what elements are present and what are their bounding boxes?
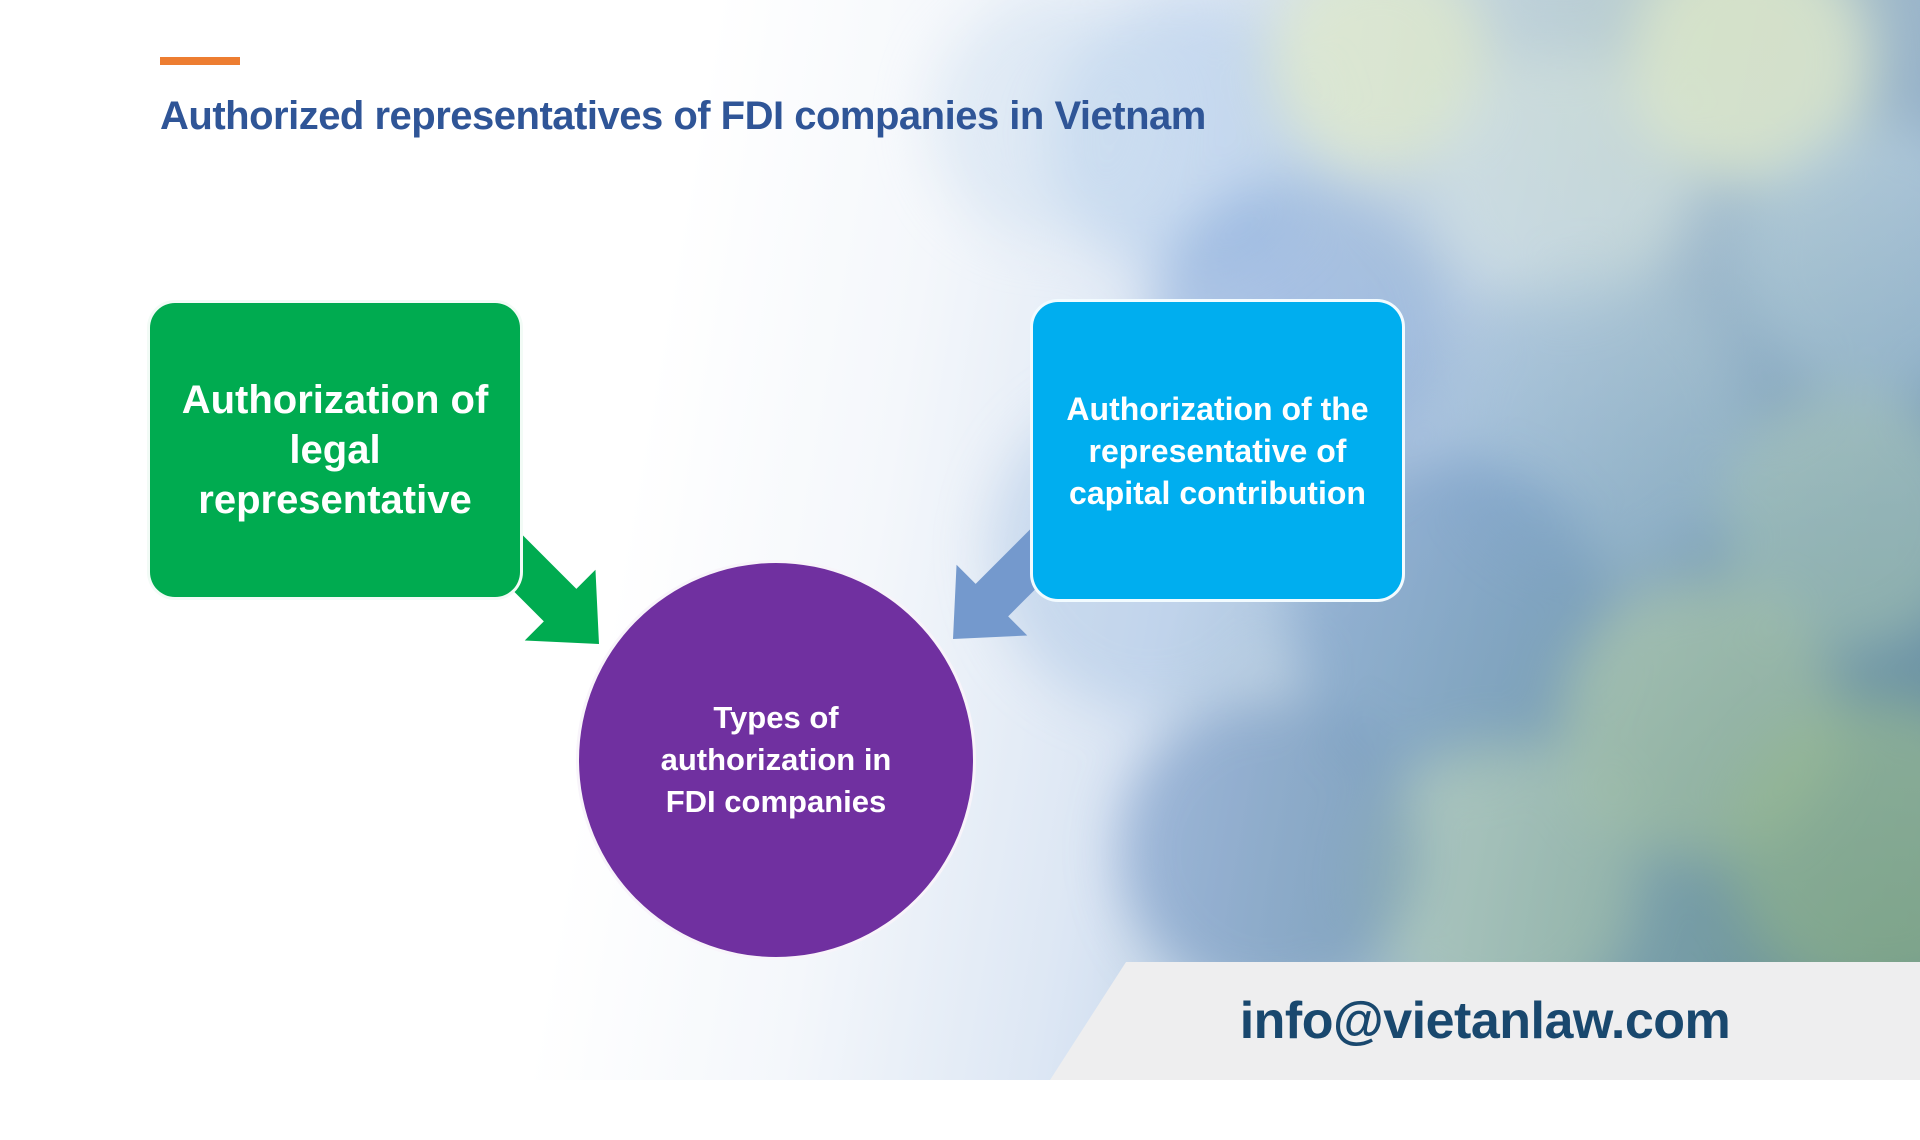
- footer-band: info@vietanlaw.com: [1050, 962, 1920, 1080]
- circle-line1: Types of: [713, 700, 839, 735]
- blue-box: Authorization of the representative of c…: [1030, 299, 1405, 602]
- green-box: Authorization of legal representative: [147, 300, 523, 600]
- blue-box-line3: capital contribution: [1069, 474, 1366, 511]
- blue-box-line2: representative of: [1088, 432, 1347, 469]
- green-box-line1: Authorization of: [181, 378, 489, 422]
- green-box-line2: legal: [289, 428, 381, 472]
- circle-line3: FDI companies: [665, 784, 887, 819]
- circle-line2: authorization in: [660, 742, 892, 777]
- blue-box-label: Authorization of the representative of c…: [1066, 388, 1368, 514]
- green-box-line3: representative: [198, 478, 472, 522]
- center-circle: Types of authorization in FDI companies: [576, 560, 976, 960]
- footer-email: info@vietanlaw.com: [1239, 992, 1731, 1050]
- center-circle-label: Types of authorization in FDI companies: [661, 697, 892, 823]
- blue-box-line1: Authorization of the: [1066, 390, 1369, 427]
- accent-line: [160, 57, 240, 65]
- page-title: Authorized representatives of FDI compan…: [160, 94, 1206, 138]
- green-box-label: Authorization of legal representative: [182, 375, 489, 525]
